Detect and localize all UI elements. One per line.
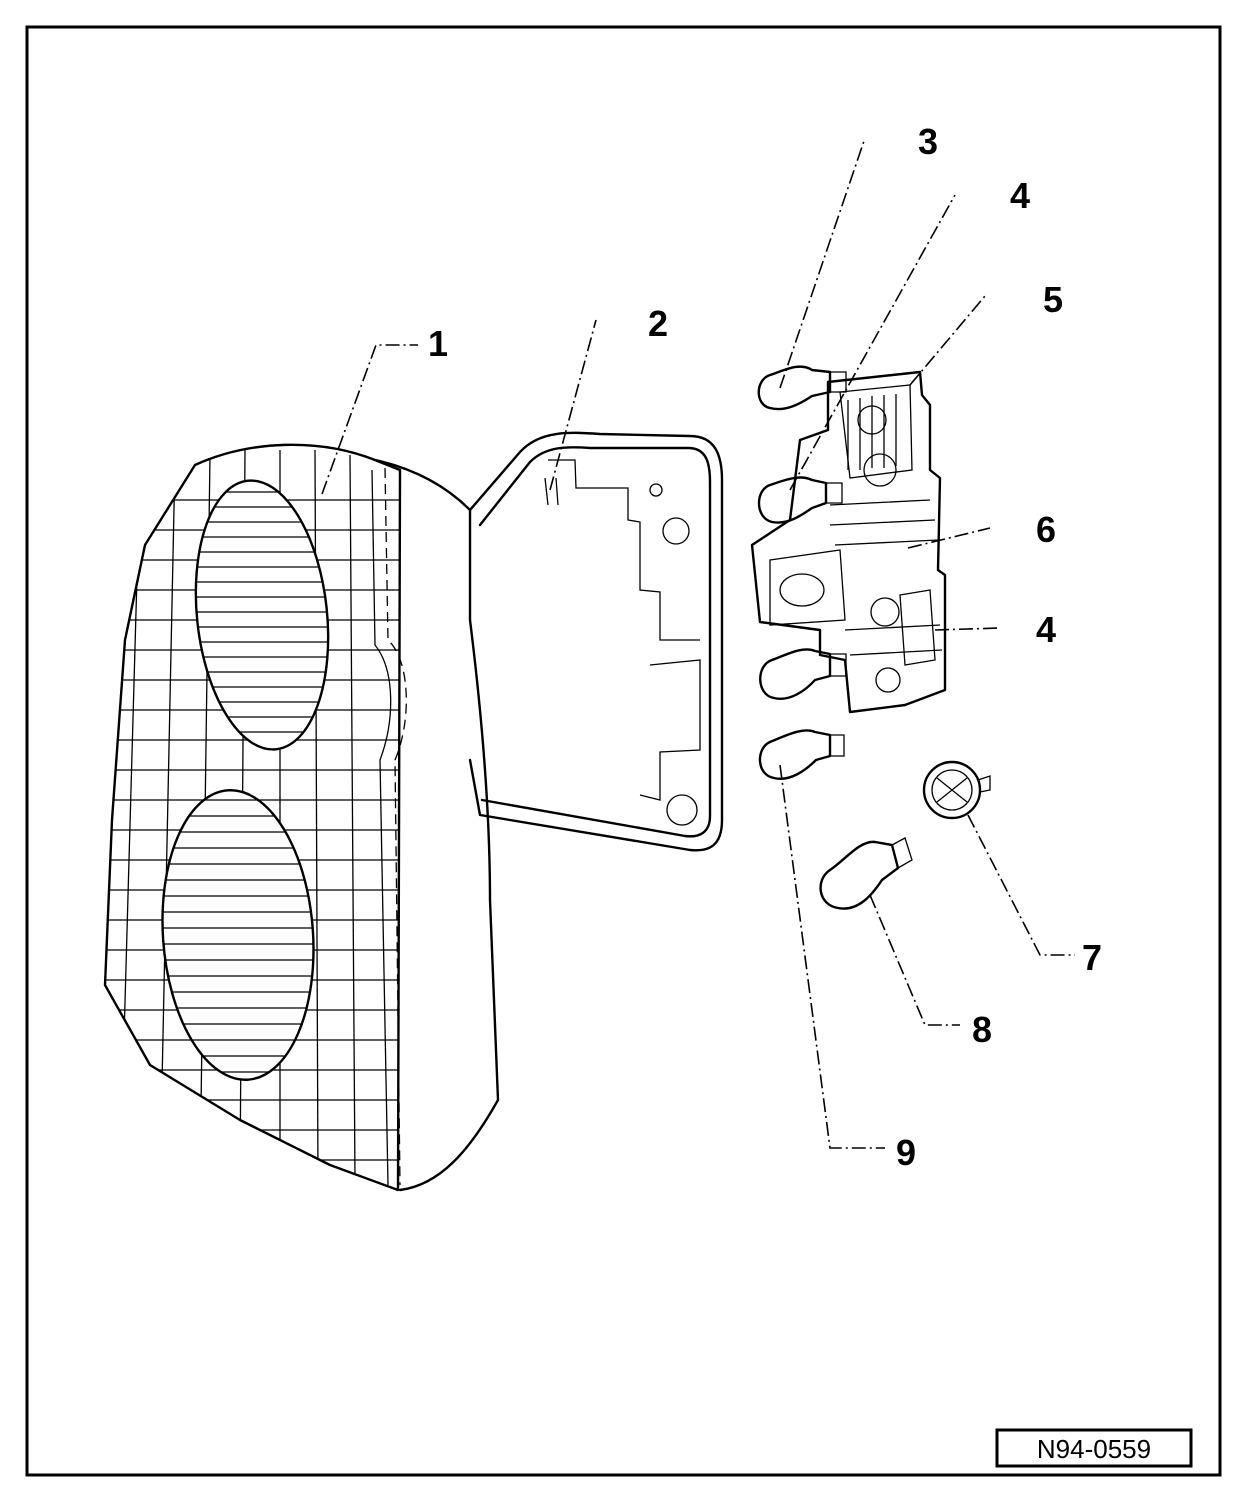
bulb-holder	[750, 370, 947, 714]
figure-code-box: N94-0559	[995, 1428, 1193, 1468]
bulb-8	[819, 837, 913, 910]
figure-code: N94-0559	[1037, 1434, 1151, 1464]
bulb-9	[758, 729, 845, 780]
callout-labels: 1 2 3 4 5 6 4 7 8 9	[428, 121, 1102, 1173]
bulb-4-lower	[759, 648, 847, 700]
callout-5: 5	[1043, 279, 1063, 320]
gasket	[468, 431, 724, 852]
callout-2: 2	[648, 303, 668, 344]
lamp-socket	[922, 760, 991, 820]
callout-4-upper: 4	[1010, 175, 1030, 216]
callout-4-lower: 4	[1036, 609, 1056, 650]
callout-8: 8	[972, 1009, 992, 1050]
callout-1: 1	[428, 323, 448, 364]
outer-frame	[25, 25, 1222, 1477]
tail-lamp-housing	[103, 443, 500, 1192]
callout-3: 3	[918, 121, 938, 162]
bulb-4-upper	[757, 476, 843, 524]
leader-lines	[321, 137, 1075, 1149]
bulb-3	[757, 365, 847, 411]
callout-7: 7	[1082, 937, 1102, 978]
callout-6: 6	[1036, 509, 1056, 550]
callout-9: 9	[896, 1132, 916, 1173]
